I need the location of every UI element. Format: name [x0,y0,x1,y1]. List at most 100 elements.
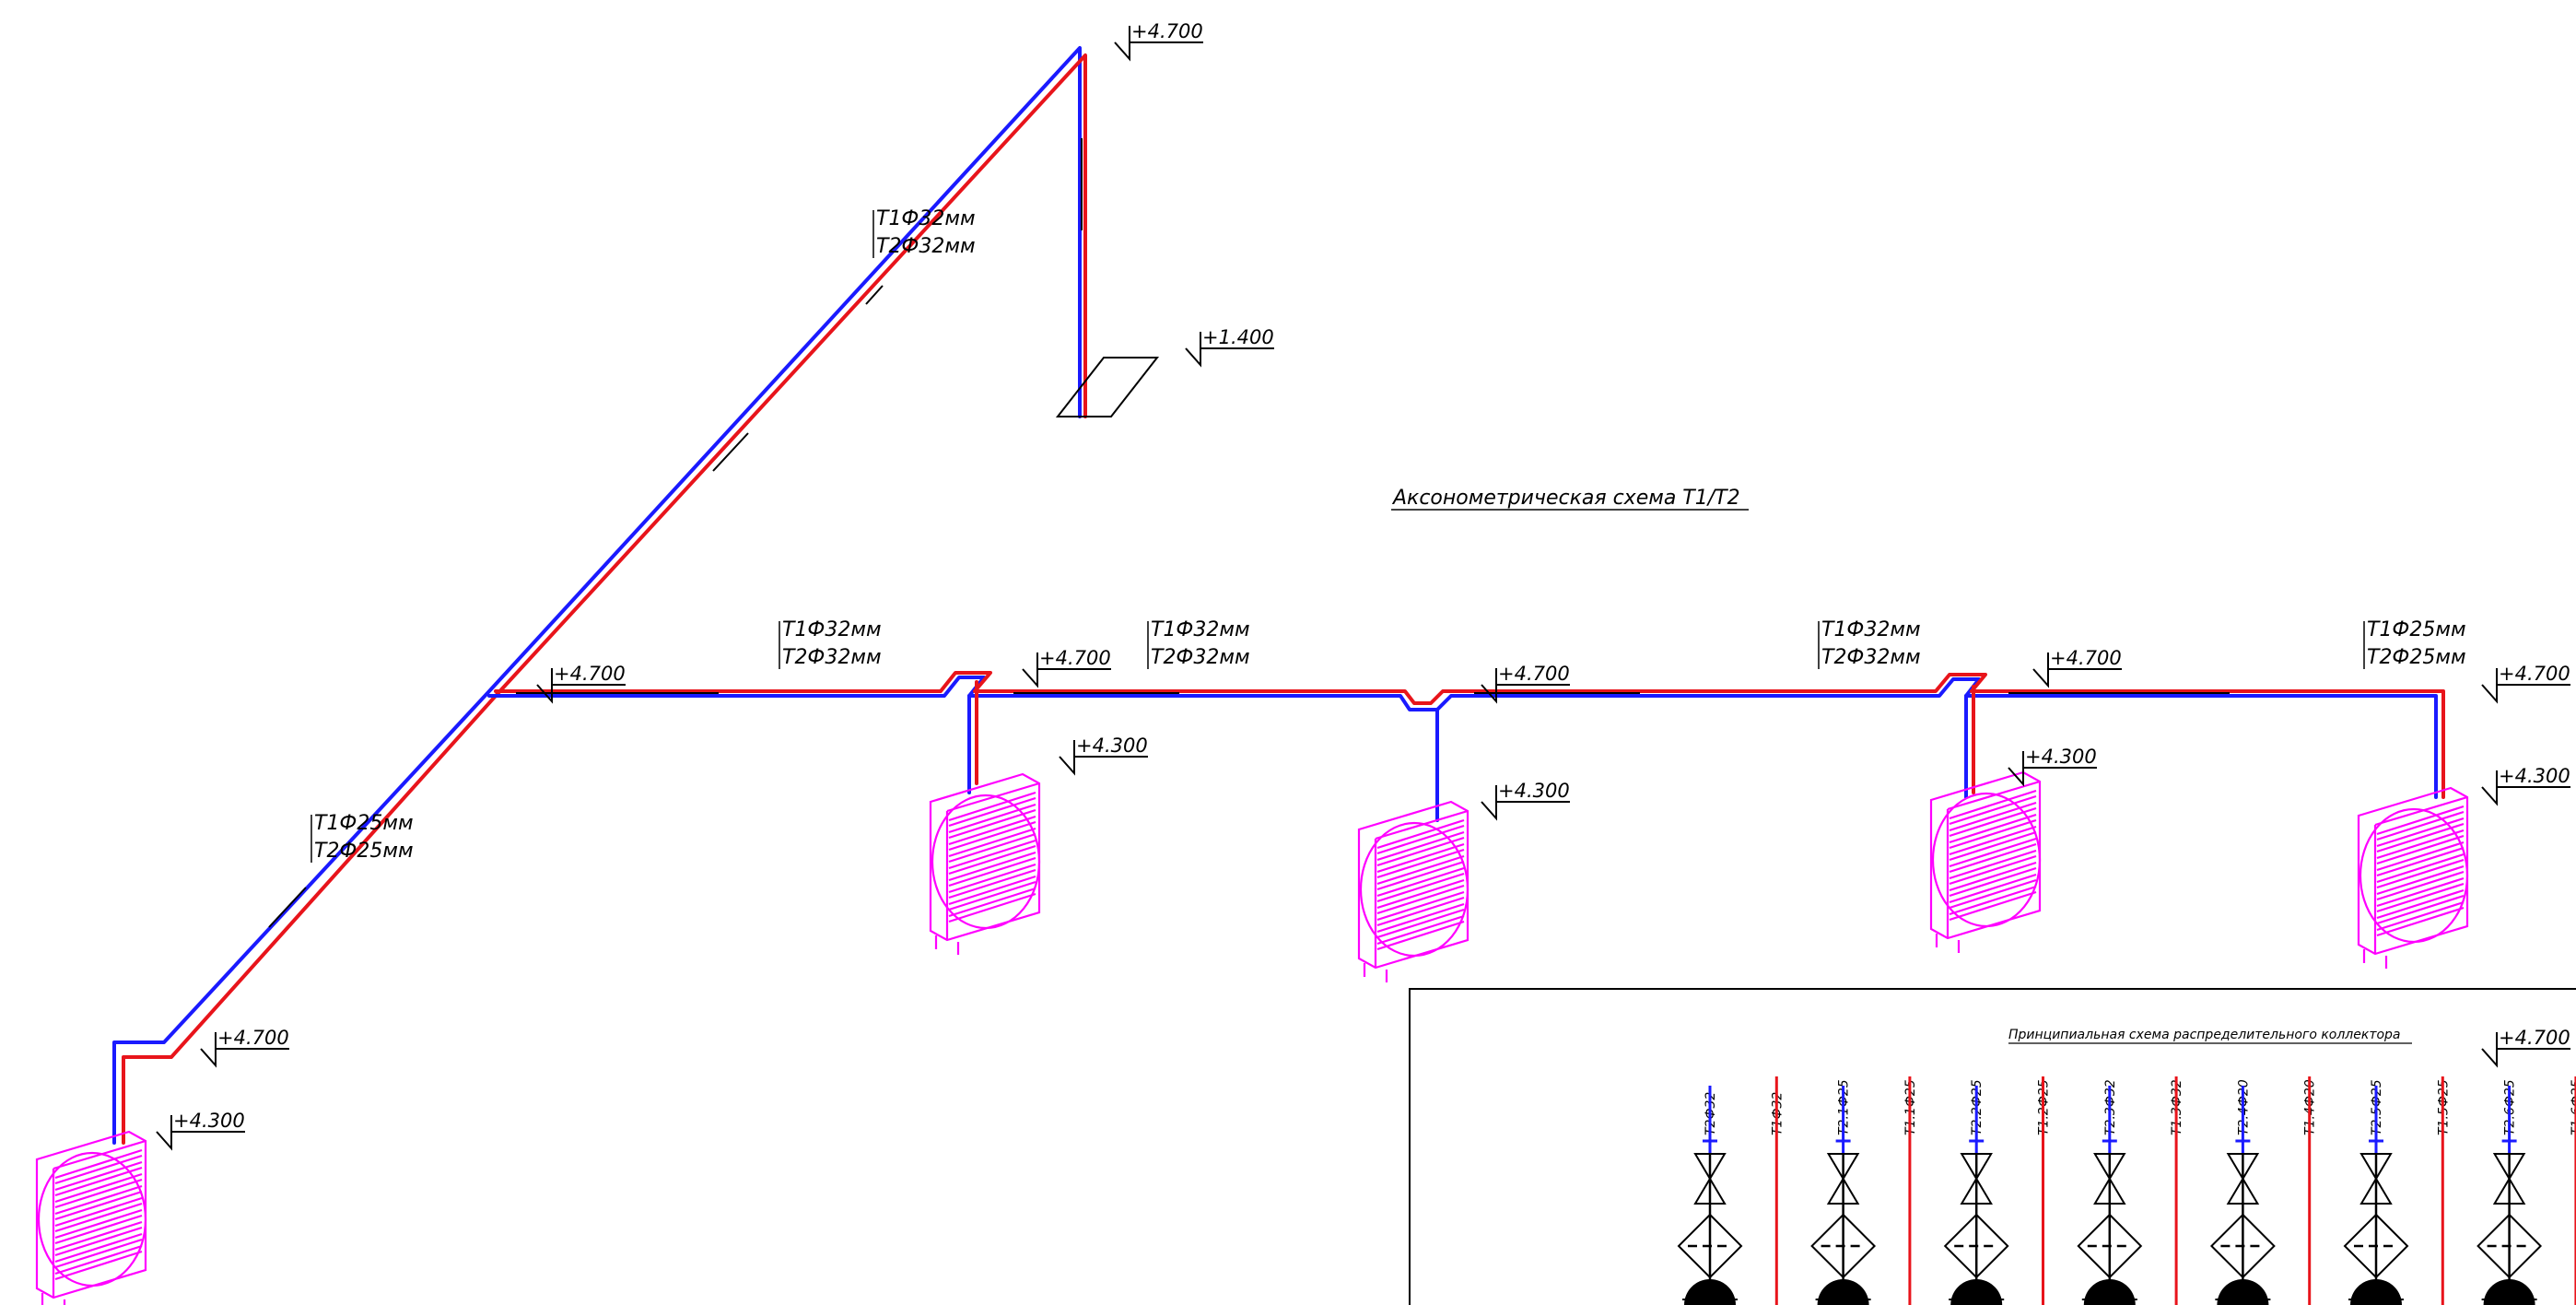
heater-louver [2376,817,2465,853]
pipe-label-t1: Т1Ф25мм [2367,618,2466,641]
heater-louver [2376,900,2465,937]
elevation-mark: +4.700 [200,1027,289,1068]
shutoff-valve-icon [2492,1153,2526,1205]
pipe-label-t1: Т1Ф25мм [314,812,414,835]
elevation-mark-icon [2481,668,2570,704]
shutoff-valve-icon [2226,1153,2260,1205]
pump-icon [1950,1279,2003,1305]
heater-louver [1376,914,1465,951]
elevation-value: +4.700 [2050,647,2122,669]
elevation-mark-icon [1059,740,1148,776]
heater-louver [1376,818,1465,855]
elevation-value: +1.400 [1202,326,1274,348]
heater-louver [1376,842,1465,879]
heater-louver [2376,852,2465,889]
heater-louver [948,851,1036,888]
heater-louver [54,1232,143,1269]
heater-louver [2376,805,2465,841]
elevation-mark: +4.700 [2032,647,2122,688]
heater-louver [54,1172,143,1209]
elevation-mark: +4.300 [1059,735,1148,776]
heater-louver [1949,885,2037,922]
strainer-icon [1943,1213,2009,1279]
elevation-mark-icon [200,1032,289,1068]
heater-body [35,1130,147,1299]
elevation-value: +4.700 [554,663,626,685]
return-branch: Т2.1Ф25 [1810,1079,1877,1305]
pump-icon [1817,1279,1869,1305]
return-branch: Т2Ф32 [1677,1086,1743,1305]
return-pipe-main [487,676,2438,799]
shutoff-valve-icon [2359,1153,2393,1205]
elevation-value: +4.300 [173,1110,245,1132]
air-heater-icon [35,1130,147,1305]
heater-louver [1949,861,2037,898]
heater-louver [948,791,1036,828]
supply-branch: Т1Ф32 [1770,1076,1785,1305]
heater-louver [948,827,1036,864]
elevation-mark: +4.300 [2481,765,2570,806]
pump-icon [2217,1279,2269,1305]
heater-louver [54,1208,143,1245]
heater-louver [1949,825,2037,862]
heater-louver [2376,841,2465,877]
pipe-label-t2: Т2Ф32мм [1151,646,1250,669]
pipe-label-t2: Т2Ф32мм [1821,646,1921,669]
heater-louver [1949,849,2037,886]
shutoff-valve-icon [1693,1153,1727,1205]
pipe-label-t2: Т2Ф32мм [782,646,882,669]
elevation-mark-icon [2481,770,2570,806]
supply-branch: Т1.3Ф32 [2170,1076,2184,1305]
strainer-icon [2209,1213,2276,1279]
heater-louver [948,875,1036,911]
return-branch: Т2.3Ф32 [2077,1079,2143,1305]
riser-base [1055,357,1160,417]
elevation-mark-icon [2008,751,2097,787]
elevation-mark-icon [1481,668,1570,704]
pipe-label-t1: Т1Ф32мм [1821,618,1921,641]
heater-edge [1374,809,1469,968]
heater-louver [54,1244,143,1281]
return-branch: Т2.5Ф25 [2343,1079,2409,1305]
heater-body [929,772,1041,942]
pump-icon [2483,1279,2535,1305]
strainer-icon [2077,1213,2143,1279]
elevation-value: +4.700 [217,1027,289,1049]
heater-bracket [2362,949,2388,969]
supply-pipe-main [494,671,2445,799]
elevation-mark-icon [2481,1032,2570,1068]
shutoff-valve-icon [1826,1153,1860,1205]
heater-louver [1376,890,1465,927]
heater-louver [1376,866,1465,903]
shutoff-valve-icon [1960,1153,1993,1205]
collector-title: Принципиальная схема распределительного … [2008,1028,2401,1042]
heater-louver [2376,829,2465,865]
diagram-title: Аксонометрическая схема Т1/Т2 [1391,487,1740,510]
heater-edge [945,782,1040,940]
elevation-mark: +4.300 [156,1110,245,1151]
supply-branch: Т1.6Ф25 [2570,1076,2576,1305]
elevation-mark-icon [1114,26,1203,62]
heater-louver [948,839,1036,876]
heater-louver [1376,854,1465,891]
pump-icon [1684,1279,1736,1305]
elevation-mark: +4.700 [536,663,626,704]
pipe-label-t1: Т1Ф32мм [1151,618,1250,641]
heater-louver [1949,873,2037,910]
elevation-mark-icon [536,668,626,704]
collector-schematic: Принципиальная схема распределительного … [1409,988,2576,1305]
elevation-value: +4.300 [1498,780,1570,802]
elevation-mark: +4.700 [2481,1027,2570,1068]
supply-pipe-diagonal [122,53,1087,1145]
heater-louver [1376,878,1465,915]
supply-branch: Т1.4Ф20 [2303,1076,2318,1305]
pipe-label-t1: Т1Ф32мм [876,207,976,230]
heater-louver [1376,830,1465,867]
heater-edge [52,1139,146,1298]
heater-louver [1949,801,2037,838]
collector-frame [1409,988,2576,1305]
elevation-mark-icon [156,1115,245,1151]
